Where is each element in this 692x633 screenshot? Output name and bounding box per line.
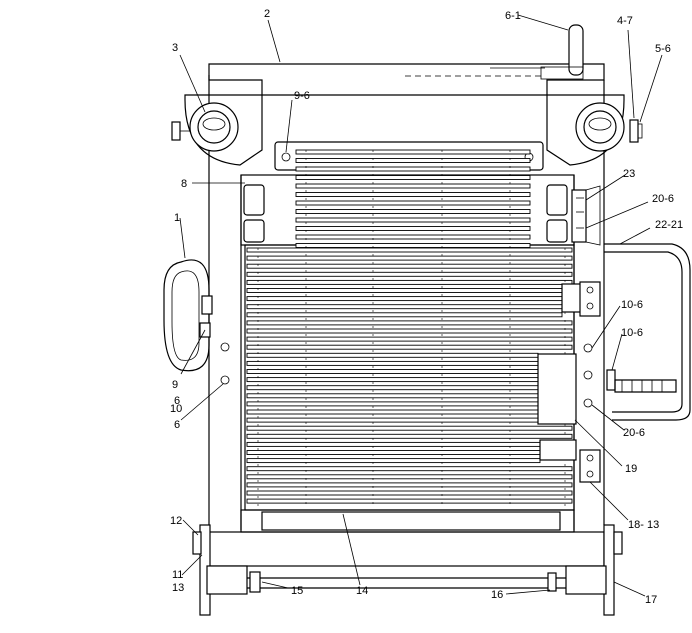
fin-row xyxy=(295,149,531,155)
fin-row xyxy=(295,217,531,223)
fin-row xyxy=(295,166,531,172)
fin-row xyxy=(295,200,531,206)
label-23: 23 xyxy=(623,168,635,180)
label-13: 13 xyxy=(172,582,184,594)
fin-row xyxy=(295,234,531,240)
label-20-6-top: 20-6 xyxy=(652,193,674,205)
fin-row xyxy=(246,352,539,358)
fin-row xyxy=(246,474,573,480)
label-2: 2 xyxy=(264,8,270,20)
fin-row xyxy=(246,425,573,431)
fin-row xyxy=(246,263,573,269)
left-handle xyxy=(163,259,213,372)
label-10-left: 10 xyxy=(170,403,182,415)
label-15: 15 xyxy=(291,585,303,597)
left-frame-holes xyxy=(220,342,230,385)
fin-row xyxy=(295,226,531,231)
right-core-bracket-lower xyxy=(539,439,601,483)
label-10-6-a: 10-6 xyxy=(621,299,643,311)
label-10-6-b: 10-6 xyxy=(621,327,643,339)
right-handle xyxy=(604,243,691,421)
fin-row xyxy=(246,247,573,253)
fin-row xyxy=(246,369,539,374)
label-4-7: 4-7 xyxy=(617,15,633,27)
label-18-13: 18- 13 xyxy=(628,519,659,531)
label-6-left-b: 6 xyxy=(174,419,180,431)
fin-row xyxy=(246,336,573,342)
bottom-base xyxy=(192,524,623,616)
left-trunnion xyxy=(171,94,263,166)
fin-row xyxy=(246,498,573,504)
upper-right-fitting xyxy=(571,185,601,246)
label-11: 11 xyxy=(172,569,183,581)
label-9: 9 xyxy=(172,379,178,391)
fin-row xyxy=(246,417,539,423)
right-core-bracket-upper xyxy=(561,281,601,317)
right-edge-holes xyxy=(583,240,605,408)
fin-row xyxy=(246,320,573,326)
fin-row xyxy=(295,243,531,248)
fin-row xyxy=(295,158,531,163)
fin-row xyxy=(246,377,539,383)
fin-row xyxy=(295,175,531,180)
label-20-6-right: 20-6 xyxy=(623,427,645,439)
label-17: 17 xyxy=(645,594,657,606)
fin-row xyxy=(295,183,531,189)
fin-row xyxy=(246,296,563,302)
label-9-6-top: 9-6 xyxy=(294,90,310,102)
fin-row xyxy=(246,401,539,407)
fin-row xyxy=(246,441,541,447)
fin-row xyxy=(246,288,563,293)
top-header-plate xyxy=(208,63,605,150)
label-5-6: 5-6 xyxy=(655,43,671,55)
fin-row xyxy=(246,312,563,318)
fin-row xyxy=(246,409,539,415)
fin-row xyxy=(246,385,539,391)
label-8: 8 xyxy=(181,178,187,190)
label-16: 16 xyxy=(491,589,503,601)
fin-row xyxy=(246,328,573,334)
fin-row xyxy=(246,466,573,472)
fin-row xyxy=(246,482,573,488)
radiator-fin-rows xyxy=(246,149,573,508)
fin-row xyxy=(246,490,573,496)
top-tank-plate xyxy=(274,141,544,171)
leader-lines xyxy=(179,14,663,597)
fin-row xyxy=(246,458,541,464)
label-14: 14 xyxy=(356,585,368,597)
lifting-eye xyxy=(490,24,584,80)
label-22-21: 22-21 xyxy=(655,219,683,231)
fin-row xyxy=(246,360,539,366)
bottom-tank xyxy=(240,509,575,533)
label-6-left: 6 xyxy=(174,395,180,407)
fin-row xyxy=(246,433,573,439)
fin-row xyxy=(246,255,573,261)
fin-row xyxy=(295,192,531,197)
label-12: 12 xyxy=(170,515,182,527)
fin-row xyxy=(246,344,573,350)
fin-row xyxy=(246,393,539,399)
fin-row xyxy=(246,271,573,277)
label-1: 1 xyxy=(174,212,180,224)
fin-row xyxy=(295,209,531,214)
fin-row xyxy=(246,450,541,455)
fin-row xyxy=(246,304,563,310)
fin-row xyxy=(246,279,573,285)
label-19: 19 xyxy=(625,463,637,475)
bracket-19 xyxy=(537,353,577,425)
callout-labels: 2 6-1 4-7 5-6 3 9-6 8 23 20-6 22-21 1 10… xyxy=(170,8,683,606)
label-3: 3 xyxy=(172,42,178,54)
label-6-1: 6-1 xyxy=(505,10,521,22)
right-trunnion xyxy=(546,94,643,166)
